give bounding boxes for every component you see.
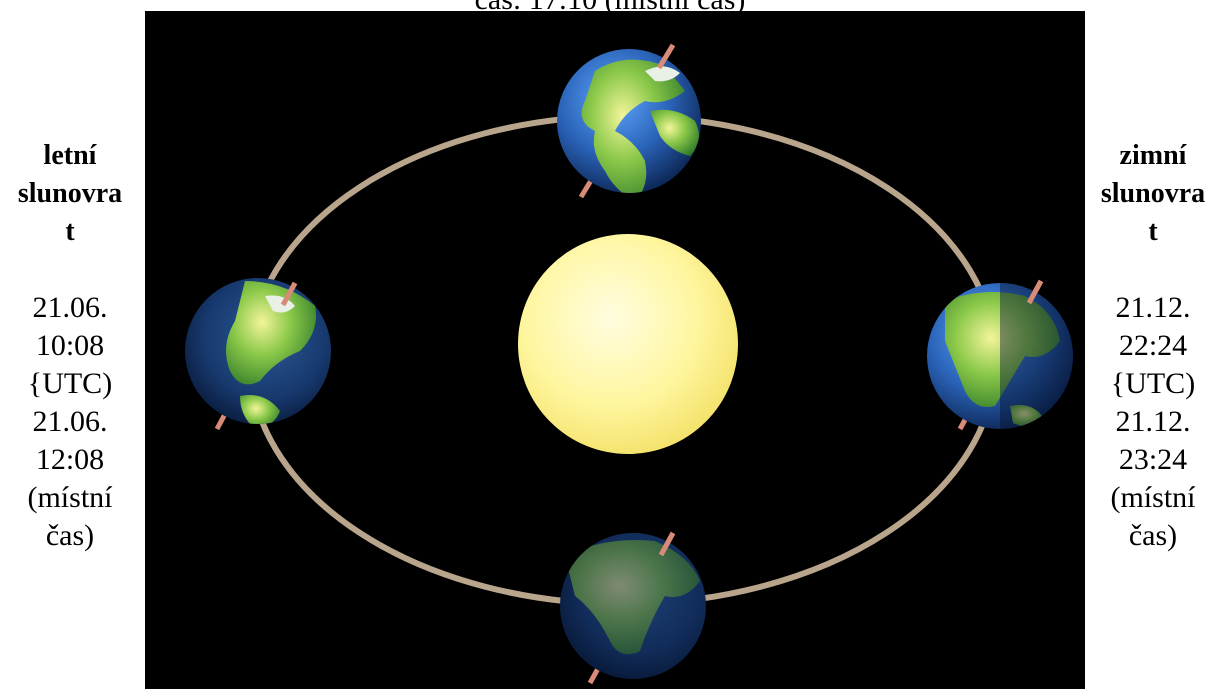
right-solstice-time: 21.12. 22:24 {UTC) 21.12. 23:24 (místní … (1086, 289, 1220, 555)
right-info-line: čas) (1086, 517, 1220, 555)
right-solstice-label: zimní slunovra t 21.12. 22:24 {UTC) 21.1… (1086, 137, 1220, 555)
orbit-svg (145, 11, 1085, 689)
right-info-line: 23:24 (1086, 441, 1220, 479)
left-info-line: 10:08 (0, 327, 140, 365)
earth-bottom (560, 533, 706, 683)
left-title-line: slunovra (0, 175, 140, 213)
right-title-line: t (1086, 213, 1220, 251)
left-solstice-time: 21.06. 10:08 {UTC) 21.06. 12:08 (místní … (0, 289, 140, 555)
left-solstice-title: letní slunovra t (0, 137, 140, 251)
right-solstice-title: zimní slunovra t (1086, 137, 1220, 251)
orbit-diagram (145, 11, 1085, 689)
left-title-line: t (0, 213, 140, 251)
left-solstice-label: letní slunovra t 21.06. 10:08 {UTC) 21.0… (0, 137, 140, 555)
earth-top (557, 45, 701, 201)
left-info-line: (místní (0, 479, 140, 517)
left-info-line: 21.06. (0, 403, 140, 441)
earth-left (185, 278, 331, 429)
right-title-line: slunovra (1086, 175, 1220, 213)
right-info-line: (místní (1086, 479, 1220, 517)
left-title-line: letní (0, 137, 140, 175)
left-info-line: 21.06. (0, 289, 140, 327)
right-info-line: 22:24 (1086, 327, 1220, 365)
right-info-line: 21.12. (1086, 403, 1220, 441)
right-info-line: {UTC) (1086, 365, 1220, 403)
right-title-line: zimní (1086, 137, 1220, 175)
earth-right (927, 281, 1073, 433)
left-info-line: čas) (0, 517, 140, 555)
right-info-line: 21.12. (1086, 289, 1220, 327)
left-info-line: {UTC) (0, 365, 140, 403)
sun (518, 234, 738, 454)
left-info-line: 12:08 (0, 441, 140, 479)
